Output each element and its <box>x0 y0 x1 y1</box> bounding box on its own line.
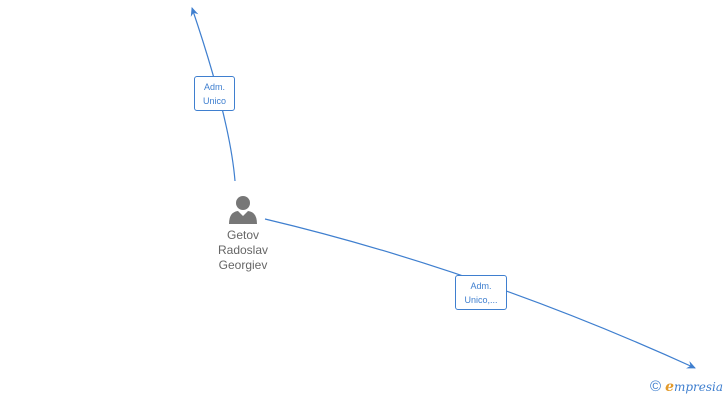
person-name-line: Georgiev <box>218 258 268 272</box>
copyright-icon: © <box>650 378 662 395</box>
person-name-line: Radoslav <box>217 243 269 257</box>
person-name: Getov Radoslav Georgiev <box>193 228 293 273</box>
edge-label-line: Adm. <box>470 281 492 291</box>
edge-label-line: Unico,... <box>464 295 498 305</box>
brand-watermark: ©empresia <box>650 378 723 395</box>
person-node[interactable]: Getov Radoslav Georgiev <box>193 194 293 273</box>
edge-label-line: Unico <box>202 96 226 106</box>
brand-logo-text: mpresia <box>673 380 724 394</box>
edge-label-bottom[interactable]: Adm. Unico,... <box>455 275 507 310</box>
brand-logo-initial: e <box>665 379 674 395</box>
edge-label-line: Adm. <box>203 82 225 92</box>
person-icon <box>229 196 257 224</box>
edge-label-top[interactable]: Adm. Unico <box>194 76 235 111</box>
person-name-line: Getov <box>226 228 259 242</box>
